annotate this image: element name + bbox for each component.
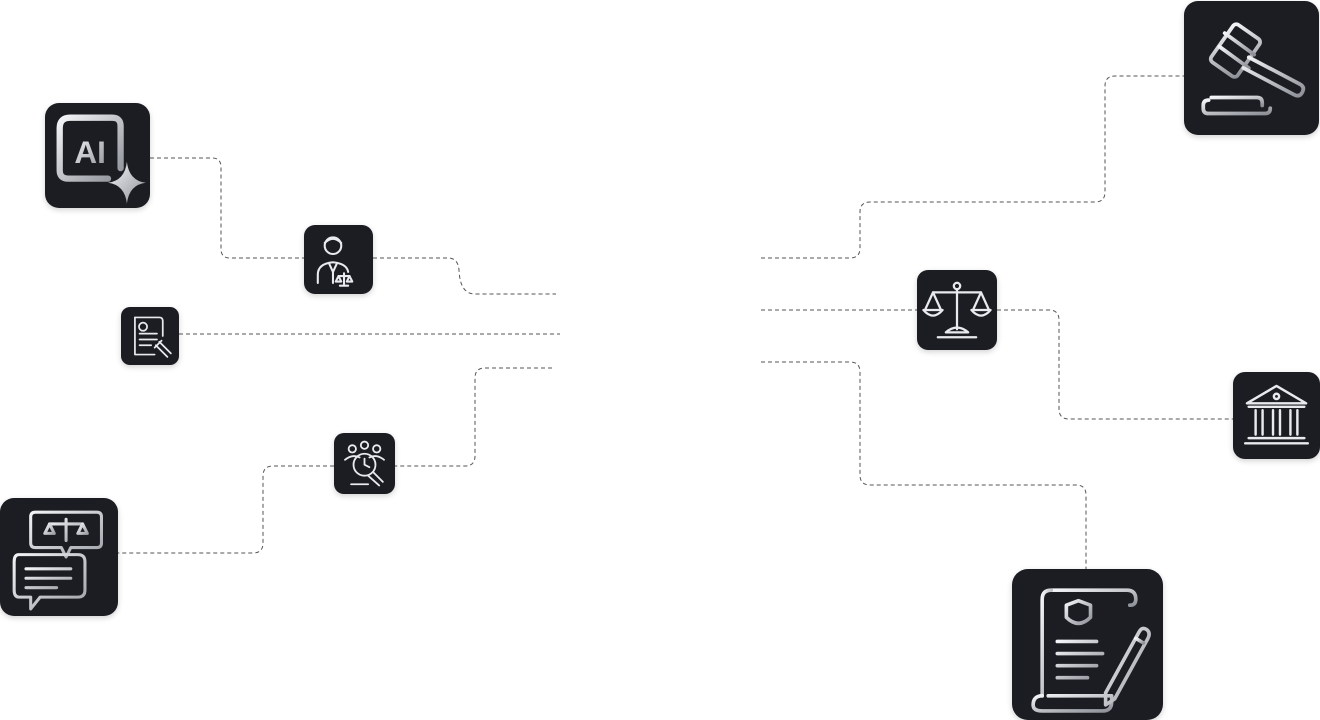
courthouse-icon (1243, 384, 1310, 445)
gavel-icon (1201, 22, 1306, 116)
node-gavel[interactable] (1184, 1, 1319, 135)
node-courthouse[interactable] (1233, 372, 1320, 459)
connector-lawyer-to-center (373, 257, 556, 295)
node-ai[interactable]: AI (45, 103, 150, 208)
legal-chat-bubbles-icon (12, 510, 104, 611)
legal-document-gavel-icon (134, 316, 172, 358)
jury-clock-gavel-icon (344, 440, 385, 487)
connector-jury-to-chat (118, 465, 334, 554)
connector-center-to-jury (395, 367, 552, 467)
node-lawyer[interactable] (304, 225, 373, 294)
node-legal-document[interactable] (121, 307, 179, 365)
connector-center-to-contract (761, 361, 1087, 569)
lawyer-with-scales-icon (316, 236, 354, 287)
connector-ai-to-lawyer (150, 157, 304, 259)
ai-sparkle-icon: AI (56, 114, 146, 204)
contract-scroll-pen-icon (1031, 588, 1151, 713)
connector-scales-to-courthouse (997, 309, 1233, 420)
node-jury-time[interactable] (334, 433, 395, 494)
node-legal-chat[interactable] (0, 498, 118, 616)
node-contract[interactable] (1012, 569, 1163, 720)
node-scales[interactable] (917, 270, 997, 350)
connector-center-to-gavel (761, 75, 1184, 259)
ai-chip-label: AI (74, 134, 106, 170)
scales-of-justice-icon (922, 281, 992, 339)
